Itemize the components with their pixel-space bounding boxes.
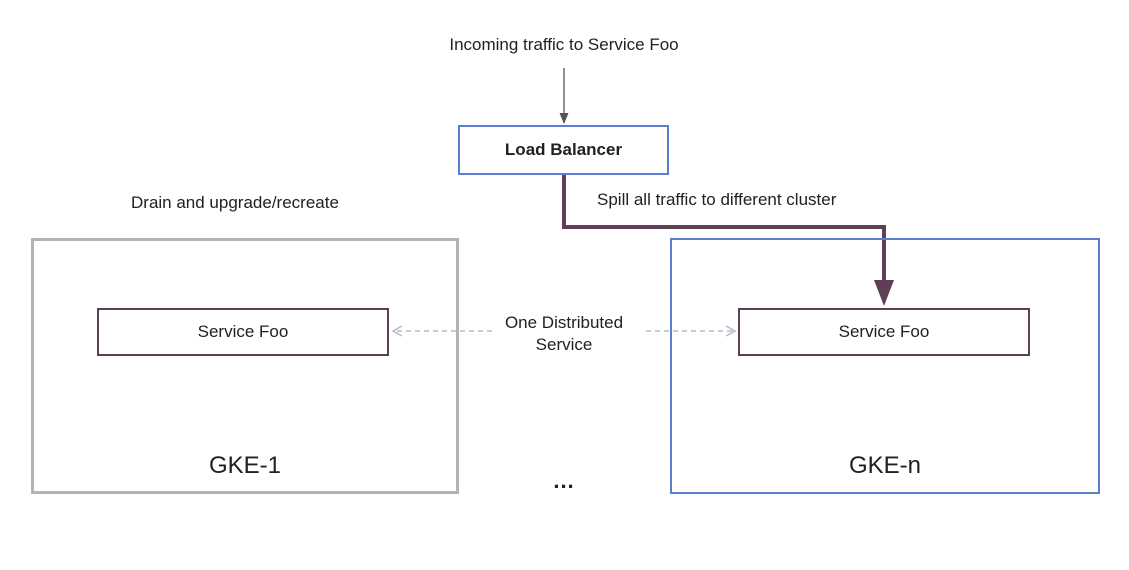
service-foo-label-gke-1: Service Foo — [197, 322, 289, 341]
distributed-service-label-line2: Service — [535, 335, 593, 354]
dashed-connector-right-head — [725, 325, 737, 337]
distributed-service-label-line1: One Distributed — [504, 313, 624, 332]
spill-traffic-label: Spill all traffic to different cluster — [597, 190, 837, 209]
load-balancer-label: Load Balancer — [504, 140, 623, 159]
incoming-arrow-head — [559, 113, 569, 124]
service-foo-box-gke-n: Service Foo — [738, 308, 1030, 356]
spill-traffic-arrow — [562, 175, 886, 284]
service-foo-label-gke-n: Service Foo — [838, 322, 930, 341]
cluster-gke-1 — [31, 238, 459, 494]
dashed-connector-left-head — [391, 325, 403, 337]
cluster-gke-n — [670, 238, 1100, 494]
cluster-name-gke-1: GKE-1 — [208, 452, 282, 479]
incoming-traffic-label: Incoming traffic to Service Foo — [449, 35, 679, 54]
service-foo-box-gke-1: Service Foo — [97, 308, 389, 356]
load-balancer-box: Load Balancer — [458, 125, 669, 175]
spill-traffic-arrow-head — [874, 280, 894, 306]
drain-upgrade-label: Drain and upgrade/recreate — [131, 193, 339, 212]
more-clusters-ellipsis: ... — [553, 468, 575, 493]
cluster-name-gke-n: GKE-n — [848, 452, 922, 479]
